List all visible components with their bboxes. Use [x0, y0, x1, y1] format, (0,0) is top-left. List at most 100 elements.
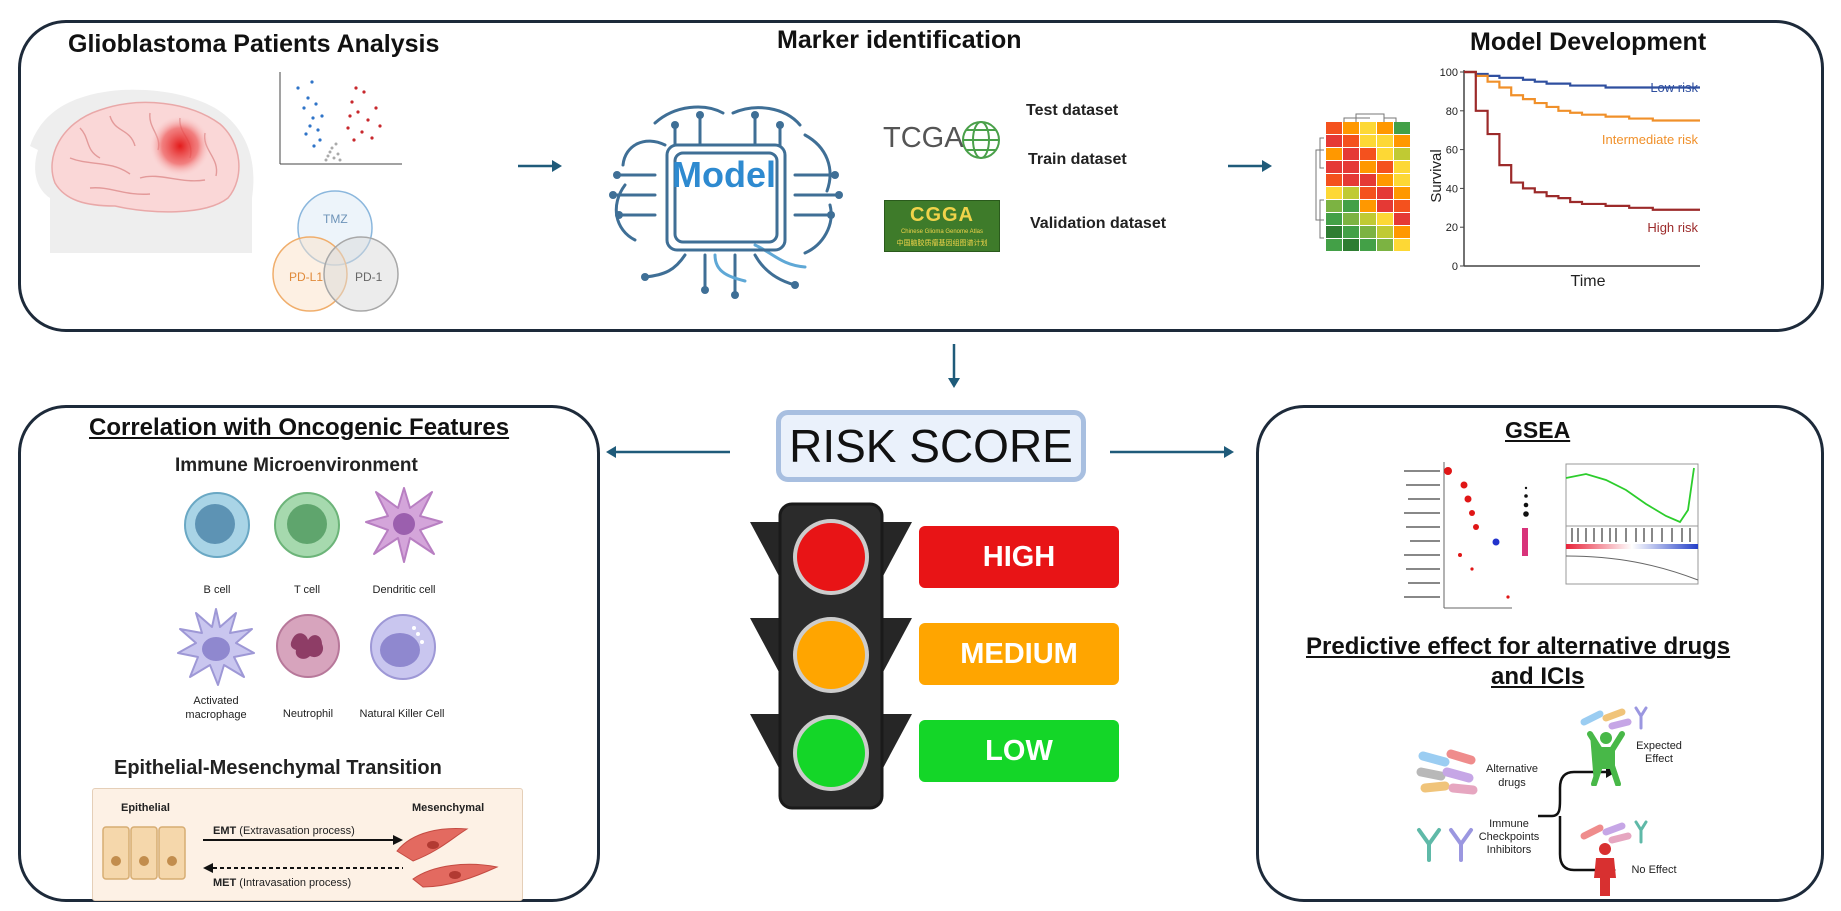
- natural-killer-cell-label: Natural Killer Cell: [359, 708, 445, 720]
- arrow-right-2: [1228, 160, 1272, 172]
- mesenchymal-cells-icon: [396, 828, 499, 888]
- heatmap-cell: [1394, 148, 1410, 160]
- heatmap-cell: [1377, 174, 1393, 186]
- activated-macrophage-icon: [177, 608, 255, 686]
- emt-reverse-text: (Intravasation process): [239, 877, 352, 889]
- cgga-chinese: 中国脑胶质瘤基因组图谱计划: [896, 239, 988, 247]
- traffic-light-icon: [750, 502, 912, 810]
- risk-score-box: RISK SCORE: [776, 410, 1086, 482]
- heatmap-cell: [1326, 148, 1342, 160]
- heatmap-cell: [1377, 122, 1393, 134]
- y-tick-label: 100: [1440, 67, 1458, 79]
- arrow-right-3: [1110, 446, 1234, 458]
- natural-killer-cell-icon: [370, 614, 436, 680]
- emt-forward-label: EMT (Extravasation process): [213, 825, 355, 837]
- volcano-plot: [279, 72, 402, 165]
- cgga-logo: CGGA Chinese Glioma Genome Atlas 中国脑胶质瘤基…: [884, 200, 1000, 252]
- heatmap-cell: [1394, 239, 1410, 251]
- t-cell-icon: [274, 492, 340, 558]
- heatmap-cell: [1326, 239, 1342, 251]
- legend-low-risk: Low risk: [1650, 80, 1698, 95]
- expected-effect-label: Expected Effect: [1636, 740, 1682, 765]
- heatmap-cell: [1343, 213, 1359, 225]
- heatmap-cell: [1360, 226, 1376, 238]
- circuit-brain-icon: [609, 105, 843, 299]
- met-reverse-label: MET (Intravasation process): [213, 877, 351, 889]
- heatmap-cell: [1377, 135, 1393, 147]
- heatmap-cell: [1326, 174, 1342, 186]
- y-tick-label: 60: [1446, 145, 1458, 157]
- gsea-dot-plot: [1404, 462, 1529, 609]
- section-title-marker-identification: Marker identification: [777, 26, 1022, 54]
- heatmap-cell: [1360, 200, 1376, 212]
- oncogenic-features-title: Correlation with Oncogenic Features: [89, 414, 510, 441]
- heatmap-cell: [1377, 148, 1393, 160]
- model-label: Model: [672, 154, 776, 195]
- heatmap-cell: [1360, 239, 1376, 251]
- heatmap-cell: [1343, 239, 1359, 251]
- neutrophil-label: Neutrophil: [282, 708, 334, 720]
- heatmap-cell: [1394, 213, 1410, 225]
- heatmap-cell: [1326, 213, 1342, 225]
- venn-diagram: [272, 190, 399, 312]
- heatmap-cell: [1394, 135, 1410, 147]
- venn-label-tmz: TMZ: [323, 212, 348, 226]
- legend-high-risk: High risk: [1647, 220, 1698, 235]
- legend-intermediate-risk: Intermediate risk: [1602, 132, 1699, 147]
- arrow-down: [948, 344, 960, 388]
- heatmap-cell: [1360, 174, 1376, 186]
- venn-label-pd-l1: PD-L1: [289, 270, 324, 284]
- risk-level-high: HIGH: [919, 526, 1119, 588]
- risk-level-low: LOW: [919, 720, 1119, 782]
- heatmap-cell: [1377, 213, 1393, 225]
- train-dataset-label: Train dataset: [1028, 151, 1127, 168]
- heatmap-cell: [1326, 200, 1342, 212]
- heatmap-cell: [1377, 187, 1393, 199]
- dendritic-cell-label: Dendritic cell: [372, 584, 436, 596]
- drugs-title-line1: Predictive effect for alternative drugs: [1306, 633, 1731, 660]
- risk-level-medium: MEDIUM: [919, 623, 1119, 685]
- fail-person-icon: [1594, 843, 1616, 896]
- heatmap-cell: [1343, 135, 1359, 147]
- heatmap-cell: [1360, 122, 1376, 134]
- antibody-icon: [1417, 828, 1473, 862]
- heatmap-cell: [1360, 213, 1376, 225]
- heatmap-cell: [1394, 174, 1410, 186]
- heatmap-cell: [1394, 161, 1410, 173]
- emt-forward-bold: EMT: [213, 825, 237, 837]
- y-tick-label: 20: [1446, 222, 1458, 234]
- right-panel: [1256, 405, 1824, 902]
- heatmap-cell: [1343, 174, 1359, 186]
- high-risk-curve: [1464, 70, 1700, 211]
- heatmap-cell: [1394, 200, 1410, 212]
- brain-head-icon: [30, 89, 254, 253]
- t-cell-label: T cell: [293, 584, 321, 596]
- epithelial-cells-icon: [102, 826, 186, 880]
- survival-y-label: Survival: [1428, 149, 1445, 202]
- gsea-enrichment-plot: [1565, 463, 1699, 585]
- immune-microenvironment-title: Immune Microenvironment: [175, 455, 418, 476]
- venn-label-pd-1: PD-1: [355, 270, 383, 284]
- heatmap-cell: [1377, 226, 1393, 238]
- heatmap-cell: [1360, 148, 1376, 160]
- heatmap-cell: [1377, 161, 1393, 173]
- heatmap-cell: [1343, 187, 1359, 199]
- b-cell-label: B cell: [203, 584, 231, 596]
- emt-reverse-bold: MET: [213, 877, 237, 889]
- y-tick-label: 40: [1446, 183, 1458, 195]
- heatmap-cell: [1343, 226, 1359, 238]
- y-tick-label: 80: [1446, 106, 1458, 118]
- arrow-right-1: [518, 160, 562, 172]
- b-cell-icon: [184, 492, 250, 558]
- pills-icon: [1416, 749, 1478, 795]
- heatmap: [1315, 113, 1410, 251]
- arrow-left: [606, 446, 730, 458]
- emt-diagram: Epithelial Mesenchymal EMT (Extravasatio…: [92, 788, 523, 901]
- intermediate-risk-curve: [1464, 70, 1700, 122]
- drugs-title-line2: and ICIs: [1491, 663, 1585, 690]
- heatmap-cell: [1377, 200, 1393, 212]
- heatmap-cell: [1343, 161, 1359, 173]
- survival-x-label: Time: [1571, 273, 1606, 290]
- emt-arrows: [203, 835, 403, 873]
